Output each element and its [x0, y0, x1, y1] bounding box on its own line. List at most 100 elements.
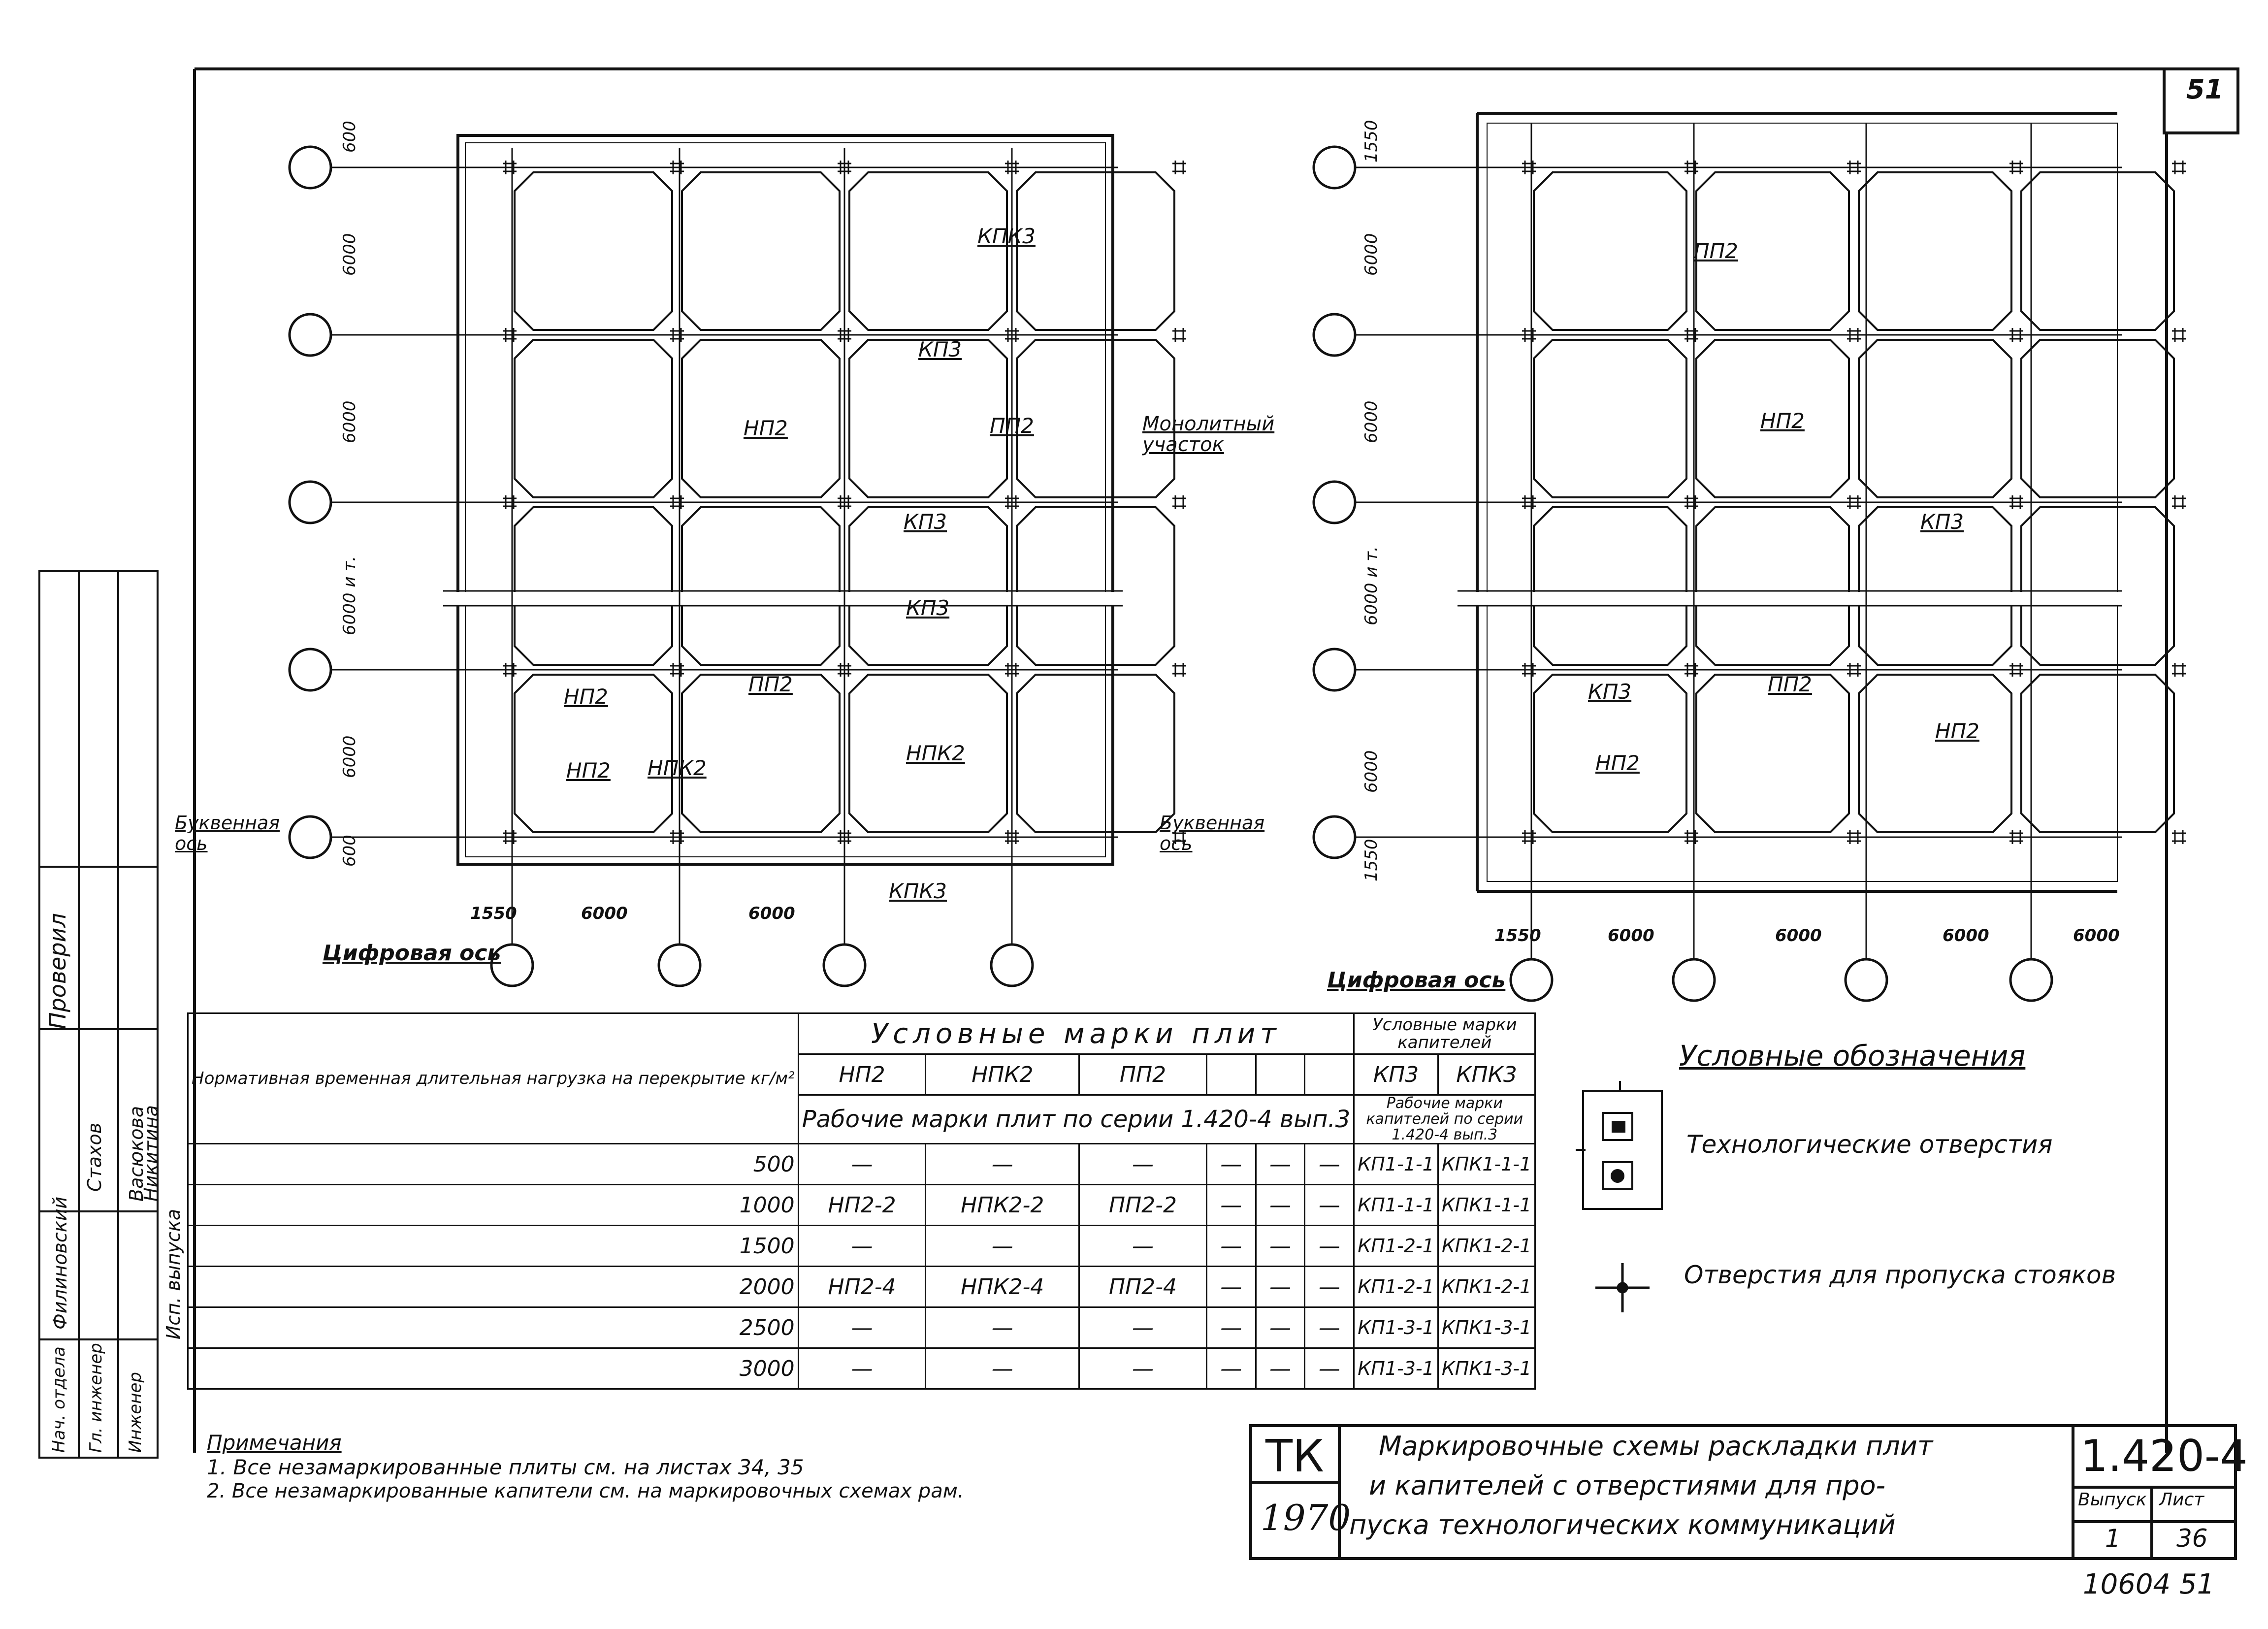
table-cell: — [1205, 1143, 1257, 1185]
legend-riser-symbol [1595, 1263, 1650, 1312]
marks-table: Нормативная временная длительная нагрузк… [187, 1012, 1536, 1390]
column-marker [2009, 663, 2023, 677]
table-cell: НП2-2 [797, 1184, 927, 1226]
column-marker [2172, 663, 2186, 677]
plate-mark [1205, 1053, 1257, 1096]
legend-title: Условные обозначения [1679, 1039, 2026, 1073]
column-marker [1847, 328, 1861, 342]
table-cell: — [1304, 1266, 1355, 1308]
slab-panel [2020, 339, 2175, 498]
slab-panel [514, 339, 673, 498]
slab-panel [514, 506, 673, 666]
column-marker [1522, 161, 1536, 174]
table-cell: КП1-2-1 [1353, 1266, 1439, 1308]
table-cell: КП1-1-1 [1353, 1143, 1439, 1185]
column-marker [1522, 328, 1536, 342]
dimension-label: 6000 [581, 904, 628, 923]
table-cell: — [1078, 1306, 1207, 1349]
slab-panel [1533, 339, 1687, 498]
capitals-group-header: Условные марки капителей [1353, 1012, 1536, 1055]
working-marks-capitals: Рабочие марки капителей по серии 1.420-4… [1353, 1094, 1536, 1144]
plan-left-letter-axis-label: Буквенная ось [175, 812, 280, 854]
capital-mark: КП3 [1353, 1053, 1439, 1096]
table-cell: — [1078, 1143, 1207, 1185]
table-cell: — [1304, 1143, 1355, 1185]
axis-marker-circle [288, 815, 332, 859]
table-cell: — [1205, 1306, 1257, 1349]
table-cell: КПК1-1-1 [1437, 1143, 1536, 1185]
plate-mark: ПП2 [1078, 1053, 1207, 1096]
table-cell: — [1255, 1184, 1306, 1226]
mark-label: КП3 [1588, 680, 1632, 704]
axis-marker-circle [288, 313, 332, 357]
axis-marker-circle [2009, 958, 2053, 1002]
axis-marker-circle [288, 145, 332, 190]
table-cell: — [1078, 1225, 1207, 1267]
plan-right-letter-axis-markers [1312, 145, 1357, 859]
slab-panel [848, 339, 1008, 498]
mark-label: ПП2 [990, 414, 1034, 438]
column-marker [1847, 830, 1861, 844]
column-marker [2009, 161, 2023, 174]
side-name-1: Филиновский [49, 1196, 71, 1330]
table-cell: — [797, 1347, 927, 1390]
mark-label: НП2 [744, 416, 788, 440]
plan-left-digit-axis-markers [490, 943, 1034, 987]
notes-title: Примечания [207, 1431, 342, 1455]
mark-label: КП3 [906, 596, 950, 620]
mark-label: КПК3 [889, 879, 947, 903]
column-marker [2009, 495, 2023, 509]
mark-label: НП2 [566, 758, 611, 782]
side-name-4: Никитина [140, 1105, 162, 1202]
table-cell: ПП2-2 [1078, 1184, 1207, 1226]
legend-holes-text: Технологические отверстия [1686, 1130, 2053, 1159]
table-cell: НПК2-2 [925, 1184, 1080, 1226]
slab-panel [2020, 171, 2175, 331]
slab-panel [681, 339, 841, 498]
column-marker [2172, 830, 2186, 844]
plan-left-letter-axis-markers [288, 145, 332, 859]
axis-marker-circle [1312, 145, 1357, 190]
mark-label: НП2 [1935, 719, 1979, 743]
column-marker [1847, 495, 1861, 509]
stamp-title-line-1: Маркировочные схемы раскладки плит [1379, 1431, 1933, 1462]
column-marker [670, 328, 684, 342]
slab-panel [1858, 674, 2012, 833]
mark-label: ПП2 [1694, 239, 1738, 263]
plan-left-digit-axis-label: Цифровая ось [323, 941, 501, 966]
slab-panel [1016, 674, 1175, 833]
slab-panel [681, 674, 841, 833]
slab-panel [1533, 506, 1687, 666]
legend-risers-text: Отверстия для пропуска стояков [1684, 1261, 2116, 1289]
column-marker [503, 495, 517, 509]
table-cell: 1000 [187, 1184, 799, 1226]
column-marker [1522, 495, 1536, 509]
slab-panel [1695, 674, 1850, 833]
slab-panel [848, 171, 1008, 331]
dimension-label: 6000 [1361, 233, 1381, 276]
dimension-label: 6000 [1361, 400, 1381, 443]
dimension-label: 6000 и т. [340, 556, 359, 635]
dimension-label: 1550 [1494, 926, 1541, 945]
plan-right-letter-axis-label: Буквенная ось [1160, 812, 1265, 854]
table-cell: КП1-1-1 [1353, 1184, 1439, 1226]
table-cell: — [1205, 1225, 1257, 1267]
slab-panel [1016, 339, 1175, 498]
side-name-2: Стахов [84, 1122, 105, 1192]
table-cell: КП1-3-1 [1353, 1306, 1439, 1349]
mark-label: НПК2 [906, 741, 965, 765]
col-load-header: Нормативная временная длительная нагрузк… [187, 1012, 799, 1144]
table-cell: КПК1-1-1 [1437, 1184, 1536, 1226]
plan-left-grid [331, 134, 1186, 945]
axis-marker-circle [1844, 958, 1888, 1002]
notes-line-1: 1. Все незамаркированные плиты см. на ли… [207, 1455, 804, 1479]
table-cell: КП1-3-1 [1353, 1347, 1439, 1390]
side-issued: Исп. выпуска [162, 1208, 184, 1339]
stamp-sheet-value: 36 [2176, 1524, 2208, 1553]
table-cell: — [1205, 1266, 1257, 1308]
stamp-title-line-2: и капителей с отверстиями для про- [1369, 1470, 1886, 1501]
column-marker [1172, 161, 1186, 174]
